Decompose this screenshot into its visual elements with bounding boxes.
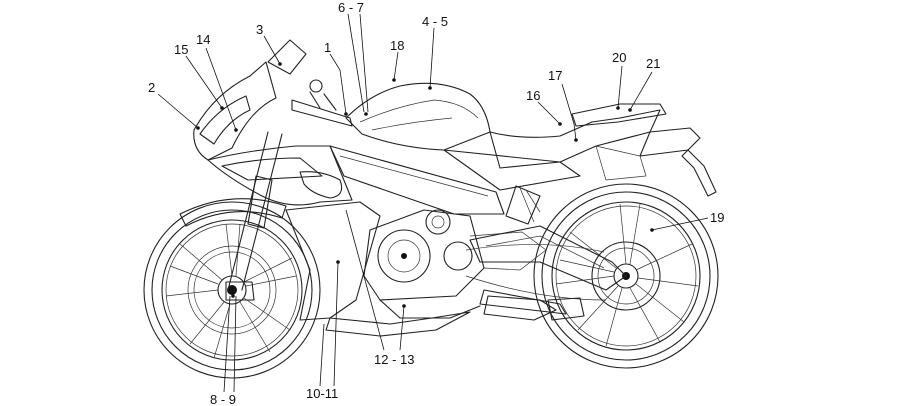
callout-12-13: 12 - 13 bbox=[374, 352, 414, 367]
seat-tail bbox=[489, 103, 717, 197]
callout-14: 14 bbox=[196, 32, 210, 47]
callout-20: 20 bbox=[612, 50, 626, 65]
callout-4-5: 4 - 5 bbox=[422, 14, 448, 29]
front-fairing bbox=[193, 39, 471, 337]
callout-1: 1 bbox=[324, 40, 331, 55]
callout-6-7: 6 - 7 bbox=[338, 0, 364, 15]
handlebar bbox=[291, 79, 353, 127]
motorcycle-drawing bbox=[143, 39, 719, 379]
callout-21: 21 bbox=[646, 56, 660, 71]
callout-3: 3 bbox=[256, 22, 263, 37]
front-fork bbox=[179, 131, 287, 301]
callout-15: 15 bbox=[174, 42, 188, 57]
callout-2: 2 bbox=[148, 80, 155, 95]
engine bbox=[363, 209, 567, 319]
callout-19: 19 bbox=[710, 210, 724, 225]
callout-18: 18 bbox=[390, 38, 404, 53]
swingarm bbox=[465, 185, 627, 301]
callout-10-11: 10-11 bbox=[306, 386, 338, 401]
fuel-tank bbox=[345, 82, 491, 151]
callout-16: 16 bbox=[526, 88, 540, 103]
leader-lines bbox=[157, 13, 709, 393]
callout-8-9: 8 - 9 bbox=[210, 392, 236, 406]
frame bbox=[329, 145, 581, 215]
callout-labels: 1 2 3 4 - 5 6 - 7 8 - 9 10-11 12 - 13 14… bbox=[148, 0, 724, 406]
exhaust bbox=[483, 295, 585, 321]
callout-17: 17 bbox=[548, 68, 562, 83]
